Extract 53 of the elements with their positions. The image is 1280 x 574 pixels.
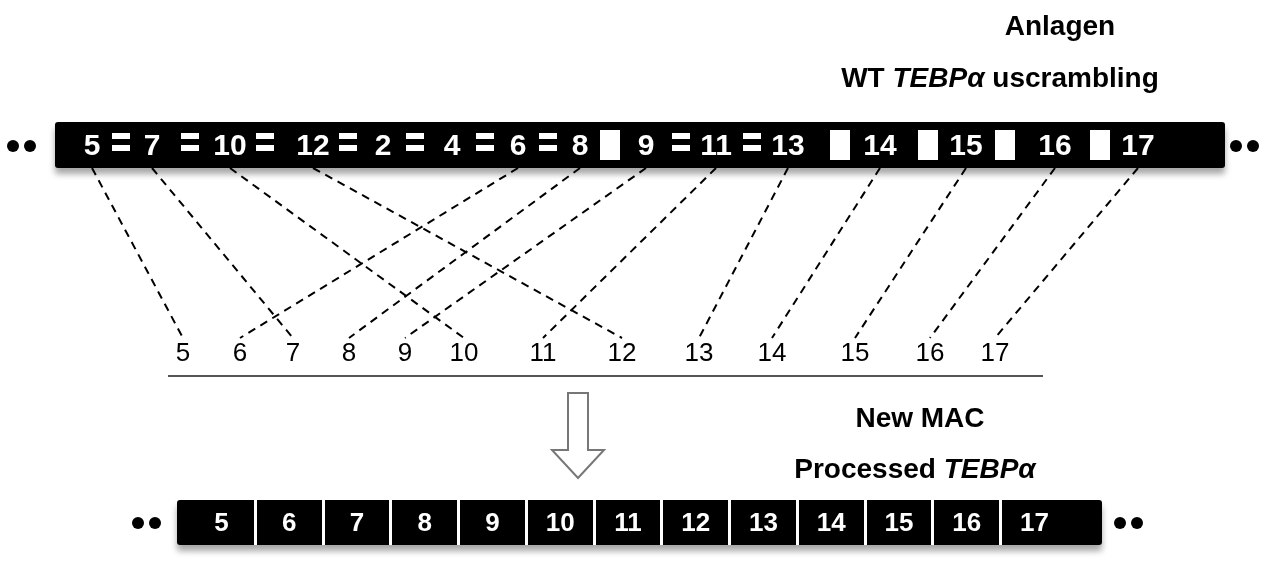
segment-number: 7 xyxy=(321,500,390,545)
segment-number: 10 xyxy=(524,500,593,545)
chromosome-bar xyxy=(55,122,1225,168)
segment-number: 14 xyxy=(795,500,864,545)
segment-number: 11 xyxy=(696,122,736,168)
segment-number: 13 xyxy=(728,500,796,545)
segment-number: 2 xyxy=(363,122,403,168)
segment-number: 9 xyxy=(457,500,525,545)
dashed-connector xyxy=(348,167,581,339)
segment-number: 12 xyxy=(602,338,642,366)
segment-number: 17 xyxy=(975,338,1015,366)
segment-number: 16 xyxy=(910,338,950,366)
segment-number: 8 xyxy=(329,338,369,366)
segment-number: 8 xyxy=(389,500,458,545)
dashed-connector xyxy=(312,167,623,339)
segment-number: 8 xyxy=(560,122,600,168)
dashed-connector xyxy=(239,167,519,339)
heading-text: New MAC xyxy=(855,402,985,434)
segment-number: 12 xyxy=(660,500,729,545)
segment-number: 16 xyxy=(1035,122,1075,168)
segment-number: 7 xyxy=(273,338,313,366)
segment-number: 6 xyxy=(498,122,538,168)
segment-number: 6 xyxy=(253,500,322,545)
segment-number: 9 xyxy=(626,122,666,168)
heading-text: Anlagen xyxy=(1004,10,1116,42)
heading-text: Processed TEBPα xyxy=(794,453,1036,485)
segment-number: 5 xyxy=(189,500,254,545)
segment-number: 10 xyxy=(210,122,250,168)
segment-number: 12 xyxy=(293,122,333,168)
dashed-connector xyxy=(229,167,465,339)
segment-number: 13 xyxy=(768,122,808,168)
chromosome-bar xyxy=(177,500,1102,545)
segment-number: 5 xyxy=(163,338,203,366)
segment-number: 7 xyxy=(132,122,172,168)
segment-number: 15 xyxy=(946,122,986,168)
segment-number: 5 xyxy=(72,122,112,168)
segment-number: 11 xyxy=(592,500,661,545)
segment-number: 15 xyxy=(863,500,932,545)
segment-number: 4 xyxy=(432,122,472,168)
segment-number: 17 xyxy=(1118,122,1158,168)
segment-number: 17 xyxy=(999,500,1067,545)
heading-text: WT TEBPα uscrambling xyxy=(841,62,1159,94)
segment-number: 9 xyxy=(385,338,425,366)
segment-number: 14 xyxy=(752,338,792,366)
segment-number: 16 xyxy=(931,500,1000,545)
segment-number: 11 xyxy=(523,338,563,366)
segment-number: 6 xyxy=(220,338,260,366)
dashed-connector xyxy=(404,167,647,339)
segment-number: 14 xyxy=(860,122,900,168)
segment-number: 15 xyxy=(835,338,875,366)
segment-number: 10 xyxy=(444,338,484,366)
dashed-connector xyxy=(91,167,184,339)
segment-number: 13 xyxy=(679,338,719,366)
